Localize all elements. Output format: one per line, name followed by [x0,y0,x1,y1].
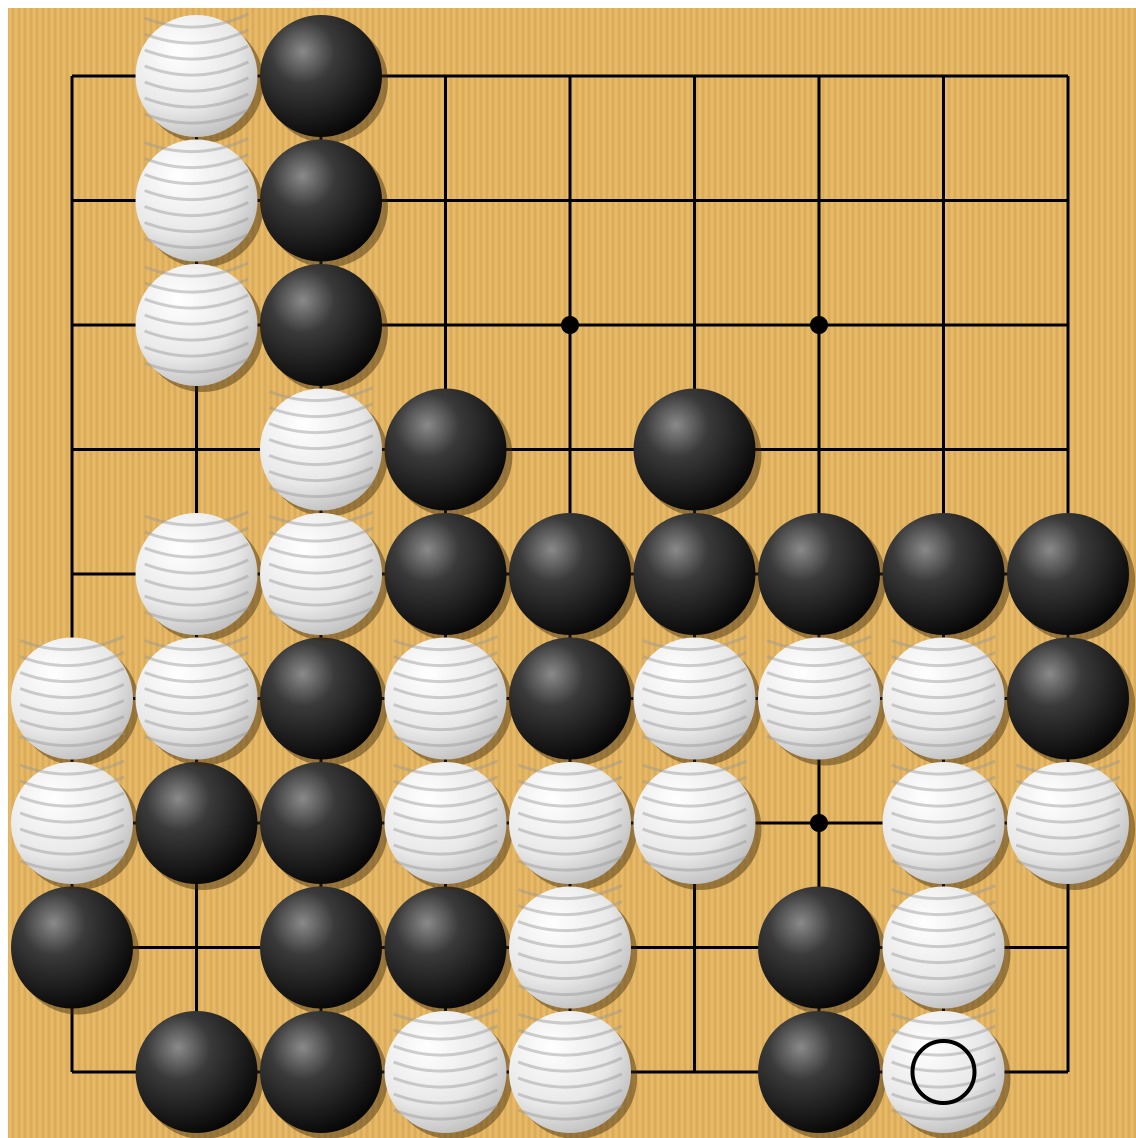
black-stone-body [136,1011,258,1133]
black-stone-body [385,513,507,635]
black-stone-body [1007,638,1129,760]
black-stone-body [509,638,631,760]
black-stone-body [136,762,258,884]
black-stone-body [260,1011,382,1133]
black-stone-body [11,887,133,1009]
black-stone-body [758,513,880,635]
black-stone-body [260,140,382,262]
black-stone-body [758,1011,880,1133]
black-stone-body [385,389,507,511]
black-stone-body [634,513,756,635]
black-stone-body [260,15,382,137]
black-stone-body [758,887,880,1009]
black-stone-body [634,389,756,511]
black-stone-body [260,887,382,1009]
black-stone-body [1007,513,1129,635]
black-stone-body [883,513,1005,635]
black-stone-body [260,762,382,884]
black-stone-body [509,513,631,635]
black-stone-body [260,264,382,386]
black-stone-body [385,887,507,1009]
star-point [561,316,579,334]
black-stone-body [260,638,382,760]
star-point [810,316,828,334]
star-point [810,814,828,832]
